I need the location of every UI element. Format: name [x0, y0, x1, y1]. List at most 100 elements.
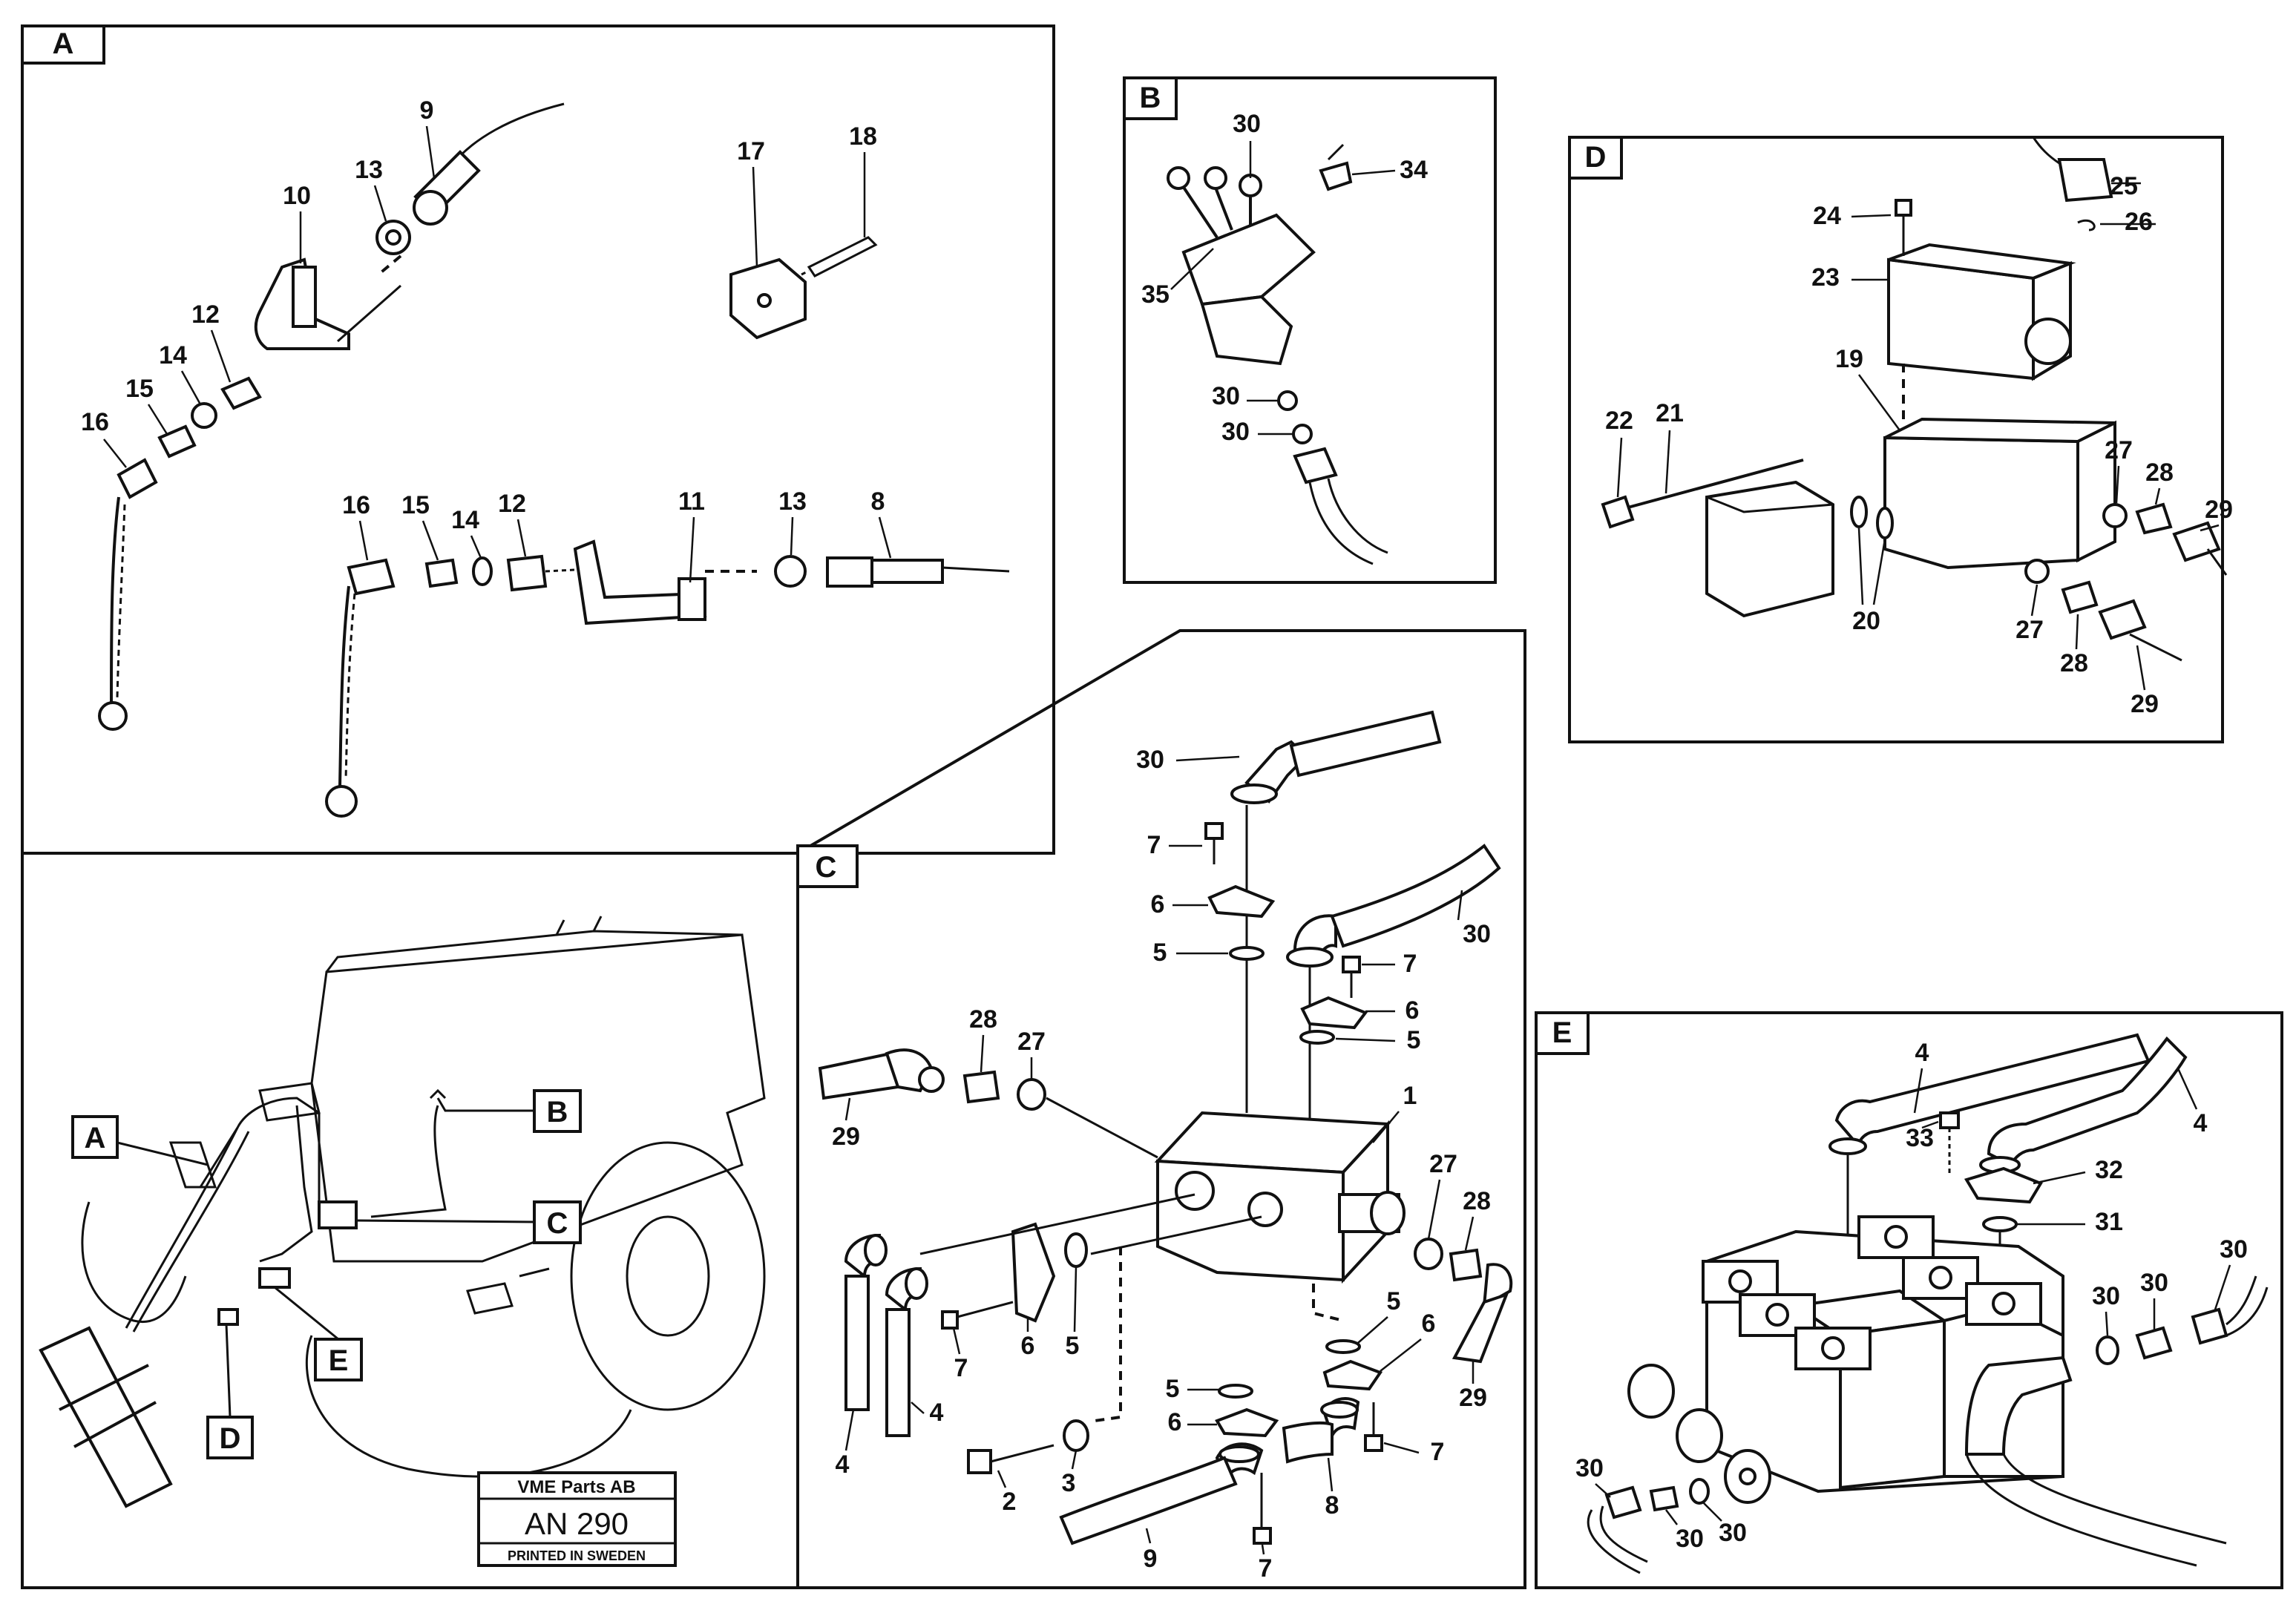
hose-route-c	[370, 1105, 447, 1218]
label-c-2: 2	[1003, 1488, 1017, 1516]
leader-a-12-upper	[210, 329, 232, 383]
leader-a-15-lower	[422, 520, 439, 561]
label-c-7-lower: 7	[1259, 1554, 1273, 1583]
fitting-12-lower	[506, 554, 548, 592]
callout-c: C	[547, 1207, 568, 1240]
label-a-8: 8	[871, 487, 885, 516]
switch-34	[1319, 161, 1353, 191]
chain-ring-lower	[325, 785, 358, 818]
hose-4-a	[844, 1275, 870, 1411]
panel-a-tag-box	[21, 24, 105, 65]
hose-b-2	[1327, 478, 1388, 554]
hose-29-upper	[2206, 548, 2228, 576]
panel-c: C	[796, 629, 1526, 1589]
label-d-21: 21	[1656, 399, 1684, 427]
dash-c-2	[1094, 1246, 1122, 1422]
leader-d-27-upper	[2115, 465, 2120, 504]
label-e-4-left: 4	[1915, 1039, 1929, 1067]
label-e-30-l2: 30	[1676, 1525, 1704, 1553]
leader-c-4-b	[911, 1402, 925, 1414]
washer-30-b1	[1277, 390, 1298, 411]
title-plate-dividers	[479, 1497, 675, 1545]
label-d-27-lower: 27	[2015, 616, 2044, 644]
callout-a: A	[85, 1122, 106, 1154]
label-c-5-left: 5	[1066, 1332, 1080, 1360]
leader-d-21	[1664, 430, 1671, 494]
panel-b-tag-box	[1123, 76, 1178, 120]
label-e-30-l3: 30	[1719, 1519, 1747, 1547]
valve-block-overview	[318, 1200, 358, 1229]
label-c-28-left: 28	[969, 1005, 997, 1034]
washer-20-a	[1850, 496, 1868, 528]
bolt-18-dash	[801, 269, 810, 276]
washer-30-e-r1	[2096, 1335, 2119, 1365]
elbow-4-b-end	[905, 1267, 928, 1300]
label-c-30-upper: 30	[1136, 746, 1164, 774]
callout-box-c	[533, 1200, 582, 1244]
label-e-30-r2: 30	[2140, 1269, 2168, 1297]
nut-15-upper	[157, 424, 197, 459]
label-b-34: 34	[1400, 156, 1428, 184]
leader-e-30-l1	[1595, 1483, 1611, 1498]
machine-roof	[325, 930, 743, 973]
spool-end-2	[1676, 1408, 1723, 1463]
nipple-30-e-l2	[1649, 1485, 1679, 1512]
leader-c-30-upper	[1175, 755, 1240, 762]
leader-a-13-lower	[790, 516, 794, 556]
leader-a-16-upper	[103, 438, 127, 468]
label-c-27-right: 27	[1429, 1150, 1457, 1178]
nut-29-left	[918, 1066, 945, 1093]
lever-knob-2	[1204, 166, 1227, 190]
chain-upper-links	[116, 504, 126, 698]
label-c-4-a: 4	[836, 1450, 850, 1479]
bolt-2-head	[967, 1449, 992, 1474]
leader-a-14-upper	[180, 370, 202, 405]
label-e-32: 32	[2095, 1156, 2123, 1184]
label-c-5-lower-right: 5	[1387, 1287, 1401, 1315]
label-c-5-lower-left: 5	[1166, 1375, 1180, 1403]
label-c-28-right: 28	[1463, 1187, 1491, 1215]
leader-a-9	[425, 125, 436, 179]
leader-c-5-lower-right	[1357, 1316, 1388, 1344]
bracket-10-plate	[292, 266, 317, 328]
leader-e-32	[2033, 1171, 2086, 1185]
guide-c-left	[1046, 1097, 1158, 1159]
label-d-26: 26	[2125, 208, 2153, 236]
flange-6-lower-right	[1322, 1359, 1383, 1391]
leader-e-30-r1	[2105, 1311, 2109, 1336]
bolt-18	[807, 236, 878, 277]
leader-a-17	[752, 166, 758, 268]
washer-30-e-l3	[1689, 1478, 1710, 1505]
flange-6-left	[1011, 1222, 1056, 1323]
wheel-front	[305, 1335, 632, 1478]
label-a-14-upper: 14	[159, 341, 187, 369]
nut-30-e-r3	[2191, 1307, 2228, 1345]
bracket-10-guide	[337, 284, 401, 343]
clip-26	[2077, 219, 2096, 231]
leader-d-20-a	[1857, 528, 1864, 605]
hose-8-c	[1282, 1421, 1334, 1464]
label-e-33: 33	[1906, 1124, 1934, 1152]
leader-a-8	[878, 516, 892, 559]
bolt-7-lower-right-head	[1364, 1434, 1383, 1452]
control-housing-body	[1200, 295, 1293, 366]
label-c-5-upper: 5	[1153, 939, 1167, 967]
title-plate	[477, 1471, 677, 1567]
plate-printed: PRINTED IN SWEDEN	[508, 1548, 646, 1563]
leader-b-34	[1351, 169, 1396, 176]
label-a-13-lower: 13	[778, 487, 807, 516]
label-a-16-lower: 16	[342, 491, 370, 519]
leader-c-28-left	[980, 1034, 985, 1073]
leader-c-3	[1071, 1450, 1078, 1470]
leader-d-22	[1616, 437, 1623, 498]
label-a-14-lower: 14	[451, 506, 479, 534]
hose-route-b	[259, 1105, 313, 1263]
wheel-rear	[570, 1141, 766, 1411]
leader-a-15-upper	[147, 404, 168, 435]
label-a-18: 18	[849, 122, 877, 151]
washer-14-lower	[472, 556, 493, 586]
plate-code: AN 290	[525, 1506, 629, 1541]
valve-19-side	[2076, 420, 2116, 563]
nipple-28-left	[962, 1070, 1000, 1104]
panel-d-frame	[1568, 136, 2224, 743]
